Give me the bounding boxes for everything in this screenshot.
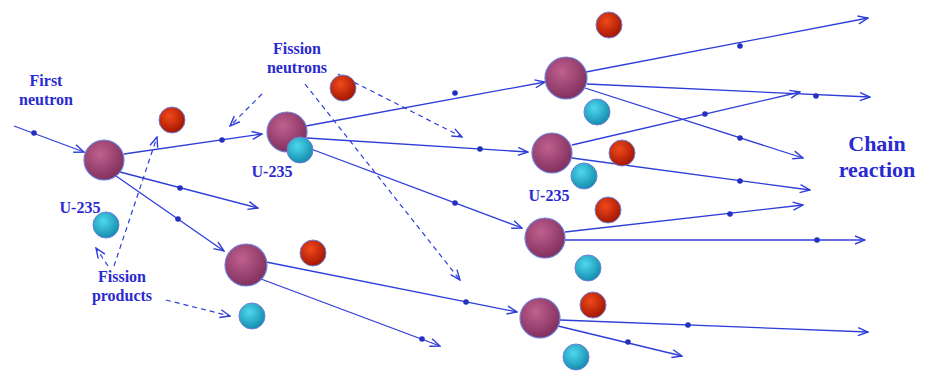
fission-product — [595, 197, 621, 223]
fission-product — [596, 12, 622, 38]
fission-product — [580, 292, 606, 318]
neutron-dot — [177, 185, 183, 191]
leader-arrow — [96, 248, 108, 266]
isotope-label: U-235 — [514, 186, 584, 205]
fission-product — [609, 140, 635, 166]
fission-product — [571, 163, 597, 189]
neutron-dot — [463, 299, 469, 305]
product-label: Fission products — [81, 267, 163, 305]
neutron-arrow — [560, 320, 868, 332]
neutron-dot — [727, 211, 733, 217]
fission-product — [159, 107, 185, 133]
neutron-label: First neutron — [10, 71, 82, 109]
neutron-dot — [702, 111, 708, 117]
fission-product — [300, 240, 326, 266]
neutron-dot — [175, 216, 181, 222]
uranium-nucleus — [225, 244, 267, 286]
neutron-arrow — [266, 262, 517, 312]
neutron-arrow — [587, 84, 870, 97]
neutron-arrow — [572, 158, 810, 190]
neutron-dot — [813, 93, 819, 99]
neutron-arrow — [572, 92, 800, 145]
leader-arrow — [305, 84, 460, 280]
fission-product — [330, 75, 356, 101]
isotope-label: U-235 — [237, 162, 307, 181]
neutron-dot — [452, 90, 458, 96]
neutron-arrow — [261, 279, 440, 346]
leader-arrow — [166, 300, 230, 316]
neutron-label: Fission neutrons — [257, 39, 337, 77]
neutron-dot — [685, 322, 691, 328]
leader-arrow — [230, 94, 262, 126]
title-label: Chain reaction — [829, 131, 925, 184]
fission-product — [239, 303, 265, 329]
neutron-dot — [737, 43, 743, 49]
neutron-arrow — [307, 138, 528, 152]
neutron-arrow — [120, 172, 258, 208]
neutron-dot — [737, 178, 743, 184]
neutron-dot — [219, 137, 225, 143]
neutron-dot — [419, 336, 425, 342]
uranium-nucleus — [520, 298, 560, 338]
neutron-dot — [625, 339, 631, 345]
leader-arrow — [338, 74, 462, 137]
neutron-arrow — [586, 18, 868, 72]
uranium-nucleus — [525, 218, 565, 258]
neutron-dot — [452, 200, 458, 206]
fission-product — [563, 344, 589, 370]
neutron-arrow — [303, 146, 522, 228]
isotope-label: U-235 — [45, 198, 115, 217]
fission-product — [575, 255, 601, 281]
neutron-dot — [737, 135, 743, 141]
neutron-dot — [477, 146, 483, 152]
neutron-arrow — [565, 239, 865, 240]
fission-product — [287, 137, 313, 163]
neutron-arrow — [124, 134, 262, 154]
uranium-nucleus — [532, 133, 572, 173]
neutron-dot — [814, 237, 820, 243]
uranium-nucleus — [545, 57, 587, 99]
fission-product — [584, 99, 610, 125]
neutron-arrow — [116, 176, 224, 251]
neutron-dot — [31, 130, 37, 136]
neutron-arrow — [14, 126, 84, 152]
uranium-nucleus — [84, 140, 124, 180]
